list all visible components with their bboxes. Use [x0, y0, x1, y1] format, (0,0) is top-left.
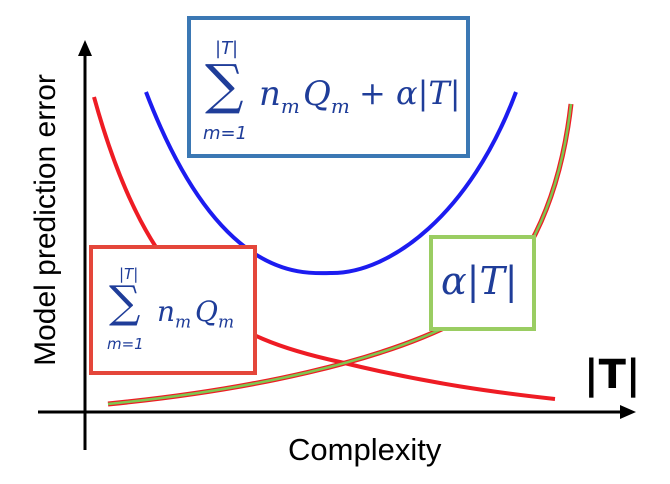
x-axis-label: Complexity: [288, 432, 442, 467]
penalty-term: + α|T|: [359, 74, 461, 112]
y-axis-arrowhead: [78, 40, 92, 56]
training-error-curve: [92, 96, 556, 401]
q-symbol: Q: [195, 295, 218, 328]
formula-term-q: Qm: [195, 295, 234, 333]
n-subscript: m: [280, 93, 300, 118]
n-subscript: m: [175, 312, 192, 333]
sum-upper-limit: |T|: [215, 38, 239, 59]
formula-term-n: nm: [157, 295, 191, 333]
summation-symbol: ∑: [109, 277, 141, 328]
formula-term-q: Qm: [303, 74, 350, 118]
sum-lower-limit: m=1: [203, 123, 248, 144]
training-error-formula-box: |T| ∑ m=1 nm Qm: [89, 245, 257, 375]
penalty-formula-box: α|T|: [429, 235, 536, 331]
n-symbol: n: [259, 74, 281, 114]
sum-lower-limit: m=1: [107, 335, 144, 353]
formula-term-n: nm: [259, 74, 300, 118]
q-subscript: m: [330, 93, 350, 118]
q-symbol: Q: [303, 74, 331, 114]
x-axis-arrowhead: [620, 405, 636, 419]
total-error-formula-box: |T| ∑ m=1 nm Qm + α|T|: [187, 16, 470, 158]
y-axis-label: Model prediction error: [29, 74, 62, 366]
complexity-symbol-label: |T|: [584, 352, 641, 398]
penalty-term: α|T|: [441, 259, 518, 303]
total-error-curve: [144, 91, 518, 276]
summation-symbol: ∑: [205, 53, 244, 116]
n-symbol: n: [157, 295, 176, 328]
sum-upper-limit: |T|: [119, 265, 139, 283]
q-subscript: m: [217, 312, 235, 333]
